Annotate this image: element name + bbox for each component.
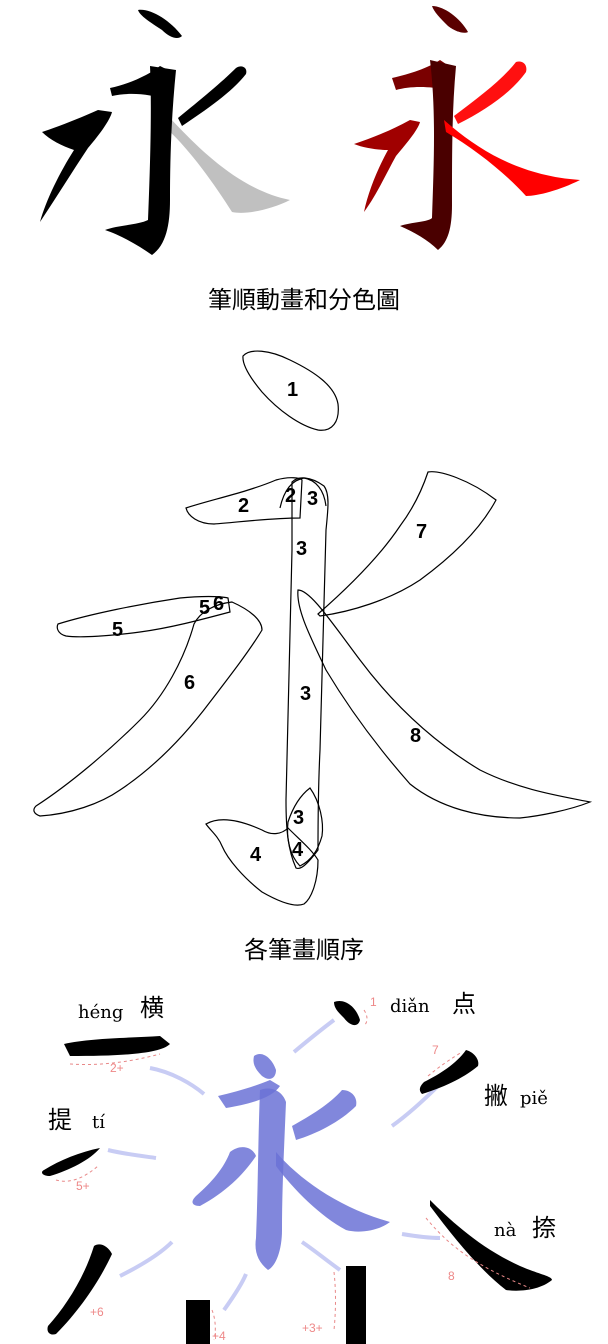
hanzi-ti: 提 <box>48 1106 72 1134</box>
pinyin-heng: héng <box>78 1002 123 1023</box>
sample-pie <box>419 1050 479 1094</box>
stroke-red-na <box>444 120 580 196</box>
pinyin-ti: tí <box>92 1112 105 1133</box>
yong-character-pair <box>40 6 580 255</box>
label-3c: 3 <box>300 683 311 705</box>
stroke-red-pie <box>454 61 527 124</box>
outline-stroke-1 <box>242 350 339 431</box>
label-6b: 6 <box>184 672 195 694</box>
hanzi-na: 捺 <box>532 1214 556 1242</box>
stroke-animation-panel: 筆順動畫和分色圖 <box>0 0 608 314</box>
guide-right-bottom <box>333 1271 336 1331</box>
mark-dian: 1 <box>370 995 377 1009</box>
stroke-black-pie <box>178 66 247 126</box>
outline-stroke-8 <box>297 589 593 819</box>
annotation-numbers: 1 2+ 5+ 7 8 +6 +4 +3+ <box>76 995 455 1343</box>
arrow-right-bottom <box>300 1240 342 1272</box>
outline-stroke-3-top <box>279 477 327 509</box>
label-4b: 4 <box>292 839 304 861</box>
stroke-red-dot <box>432 6 468 33</box>
mark-center-bottom: +4 <box>212 1329 226 1343</box>
central-yong-character <box>192 1053 390 1270</box>
pinyin-dian: diǎn <box>390 996 430 1017</box>
stroke-name-labels: diǎn 点 héng 横 提 tí 撇 piě nà 捺 <box>48 990 556 1242</box>
yong-color-frame <box>354 6 580 250</box>
outline-stroke-7 <box>317 471 497 617</box>
sample-dian <box>334 1000 360 1026</box>
guide-dian <box>363 1009 368 1027</box>
sample-center-bottom <box>186 1300 210 1344</box>
annotation-guides <box>55 1009 531 1341</box>
stroke-order-outline: 1 2 2 3 3 3 3 4 4 5 5 6 6 7 8 <box>33 350 593 906</box>
hanzi-pie: 撇 <box>484 1082 508 1110</box>
yong-animation-frame <box>40 9 290 255</box>
guide-pie <box>427 1051 463 1077</box>
caption-stroke-order: 各筆畫順序 <box>244 936 364 964</box>
caption-animation: 筆順動畫和分色圖 <box>208 286 400 314</box>
label-1: 1 <box>287 379 298 401</box>
outline-stroke-2 <box>185 477 303 525</box>
hanzi-heng: 横 <box>140 994 164 1022</box>
eight-principles-panel: 1 2+ 5+ 7 8 +6 +4 +3+ diǎn 点 héng 横 提 tí… <box>0 980 608 1344</box>
label-8: 8 <box>410 725 421 747</box>
sample-left-bottom <box>47 1244 113 1335</box>
mark-heng: 2+ <box>110 1061 124 1075</box>
label-2a: 2 <box>238 495 249 517</box>
mark-na: 8 <box>448 1269 455 1283</box>
blue-dot <box>253 1053 276 1079</box>
stroke-gray-na <box>168 118 290 213</box>
label-2b: 2 <box>285 485 296 507</box>
blue-ti <box>192 1147 256 1206</box>
blue-pie <box>292 1090 357 1140</box>
mark-pie: 7 <box>432 1043 439 1057</box>
arrow-center-bottom <box>222 1273 248 1312</box>
label-6a: 6 <box>213 593 224 615</box>
outline-stroke-6 <box>33 601 263 817</box>
pinyin-na: nà <box>494 1220 517 1241</box>
label-7: 7 <box>416 521 427 543</box>
mark-right-bottom: +3+ <box>302 1321 323 1335</box>
pinyin-pie: piě <box>520 1088 548 1109</box>
arrow-heng <box>149 1066 206 1096</box>
outline-stroke-4 <box>205 819 319 906</box>
arrow-dian <box>292 1018 336 1054</box>
label-5b: 5 <box>199 597 210 619</box>
blue-heng <box>218 1080 280 1108</box>
blue-vertical <box>255 1088 286 1270</box>
sample-ti <box>42 1148 100 1176</box>
blue-na <box>276 1152 390 1232</box>
mark-left-bottom: +6 <box>90 1305 104 1319</box>
eight-principles-diagram: 1 2+ 5+ 7 8 +6 +4 +3+ diǎn 点 héng 横 提 tí… <box>42 990 556 1344</box>
stroke-black-vertical <box>105 66 176 255</box>
mark-ti: 5+ <box>76 1179 90 1193</box>
sample-right-bottom <box>346 1266 366 1344</box>
stroke-red-vertical <box>400 60 456 250</box>
label-4a: 4 <box>250 844 262 866</box>
arrow-left-bottom <box>119 1240 174 1278</box>
hanzi-dian: 点 <box>452 990 476 1018</box>
stroke-black-dot <box>138 9 182 38</box>
arrow-na <box>401 1232 441 1240</box>
arrow-ti <box>107 1148 157 1160</box>
label-5a: 5 <box>112 619 123 641</box>
label-3d: 3 <box>293 807 304 829</box>
stroke-black-ti-pie <box>40 110 112 222</box>
label-3b: 3 <box>296 538 307 560</box>
outline-stroke-3 <box>285 477 329 870</box>
guide-center-bottom <box>211 1309 216 1341</box>
stroke-red-ti <box>354 120 420 212</box>
outline-stroke-5 <box>56 595 231 638</box>
sample-na <box>430 1200 552 1291</box>
stroke-order-panel: 1 2 2 3 3 3 3 4 4 5 5 6 6 7 8 各筆畫順序 <box>0 330 608 970</box>
sample-heng <box>64 1036 170 1056</box>
sample-strokes <box>42 1000 552 1344</box>
outline-stroke-3-bottom <box>286 787 324 867</box>
label-3a: 3 <box>307 488 318 510</box>
